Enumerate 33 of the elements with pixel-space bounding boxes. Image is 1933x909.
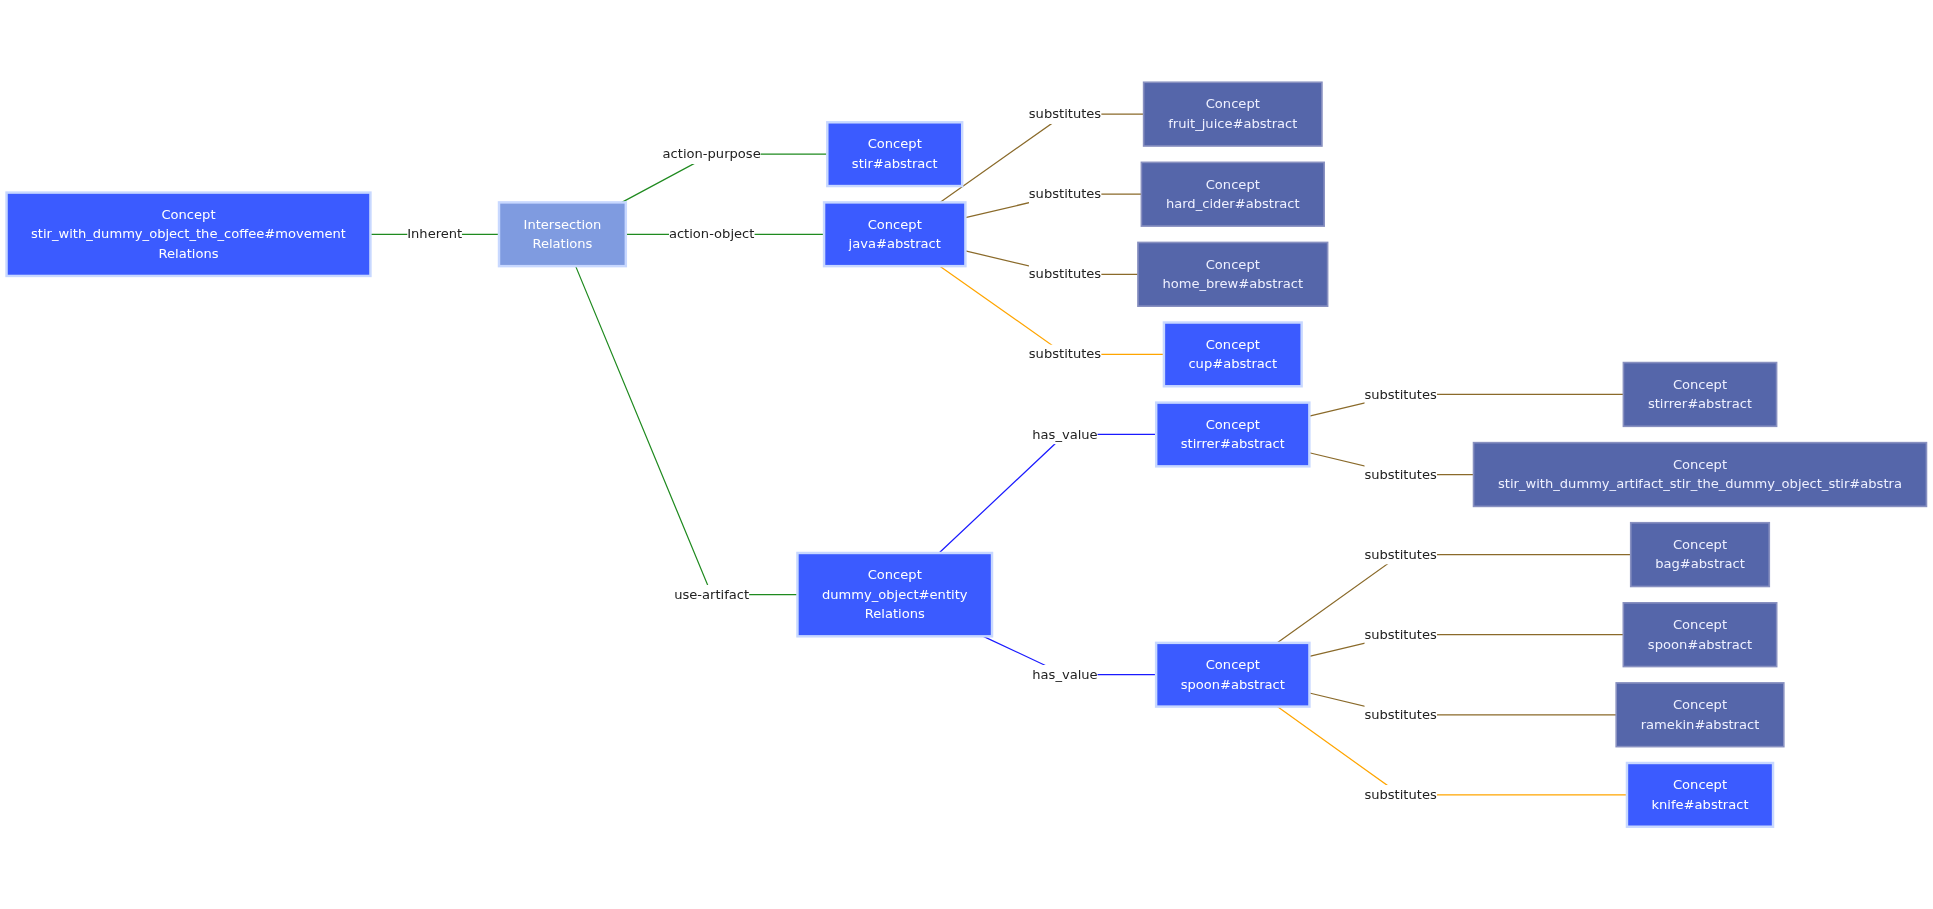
edge-label: has_value	[1032, 426, 1098, 442]
node-box: Concept stir#abstract	[826, 121, 964, 188]
edge-label: substitutes	[1364, 786, 1437, 803]
node-box: Concept fruit_juice#abstract	[1142, 81, 1323, 147]
edge-label: has_value	[1032, 666, 1098, 683]
edge-label: use-artifact	[674, 586, 750, 602]
node-box: Intersection Relations	[497, 201, 628, 268]
edge-label: action-purpose	[662, 146, 761, 162]
edge-label: substitutes	[1028, 346, 1102, 362]
node-box: Concept spoon#abstract	[1622, 602, 1778, 668]
node-box: Concept java#abstract	[822, 201, 967, 268]
node-box: Concept stir_with_dummy_object_the_coffee#movement Relations	[5, 191, 372, 278]
edge-label: substitutes	[1028, 266, 1102, 282]
node-box: Concept bag#abstract	[1629, 521, 1771, 588]
node-box: Concept knife#abstract	[1625, 761, 1775, 828]
node-box: Concept stir_with_dummy_artifact_stir_the_dummy_object_stir#abstra	[1472, 441, 1928, 508]
node-box: Concept cup#abstract	[1162, 321, 1303, 388]
edge-label: substitutes	[1028, 105, 1102, 122]
edge-label: substitutes	[1364, 466, 1437, 482]
edge-label: Inherent	[407, 226, 463, 242]
edge-label: substitutes	[1364, 706, 1437, 723]
node-box: Concept dummy_object#entity Relations	[796, 551, 994, 638]
edge-label: substitutes	[1028, 186, 1102, 202]
edge-label: substitutes	[1364, 386, 1437, 402]
node-box: Concept stirrer#abstract	[1622, 361, 1778, 428]
edge-label: substitutes	[1364, 546, 1437, 562]
node-box: Concept ramekin#abstract	[1615, 682, 1785, 748]
node-box: Concept stirrer#abstract	[1154, 401, 1311, 468]
edge-label: action-object	[668, 226, 755, 242]
edge-label: substitutes	[1364, 626, 1437, 643]
node-box: Concept spoon#abstract	[1154, 641, 1311, 708]
node-box: Concept home_brew#abstract	[1137, 241, 1329, 307]
node-box: Concept hard_cider#abstract	[1140, 161, 1325, 227]
